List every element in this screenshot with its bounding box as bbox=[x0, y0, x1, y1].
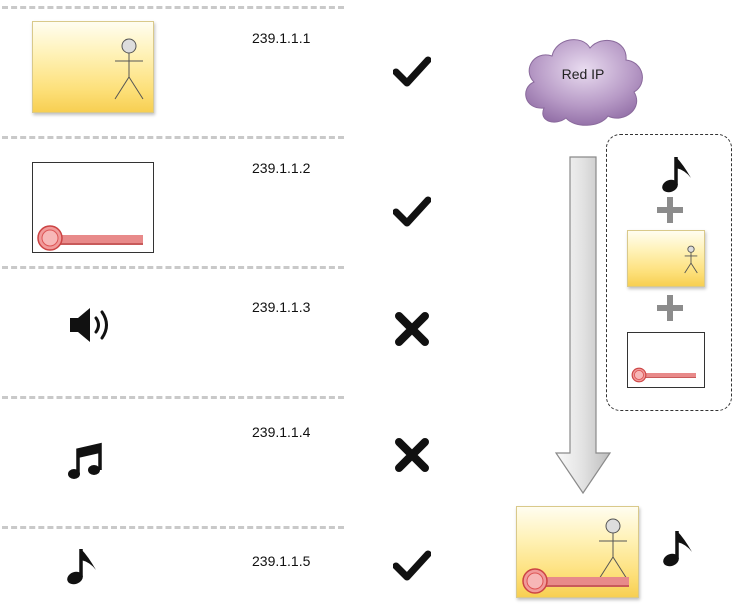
slider-knob-icon bbox=[522, 568, 548, 594]
cloud-label: Red IP bbox=[561, 66, 605, 82]
row-divider bbox=[2, 6, 344, 9]
ip-address: 239.1.1.1 bbox=[252, 30, 311, 46]
down-arrow-icon bbox=[554, 156, 612, 495]
row-divider bbox=[2, 266, 344, 269]
video-thumbnail bbox=[627, 230, 705, 287]
check-icon bbox=[393, 196, 431, 227]
slider-track bbox=[53, 235, 143, 245]
cloud-icon bbox=[525, 39, 643, 126]
note-icon bbox=[662, 157, 691, 193]
row-divider bbox=[2, 526, 344, 529]
screen-thumbnail bbox=[627, 332, 705, 388]
cross-icon bbox=[395, 312, 429, 346]
music-notes-icon bbox=[68, 442, 102, 479]
combination-box bbox=[606, 134, 732, 411]
combined-video-thumbnail bbox=[516, 506, 639, 598]
slider-track bbox=[640, 373, 696, 378]
row-divider bbox=[2, 396, 344, 399]
ip-address: 239.1.1.3 bbox=[252, 299, 311, 315]
slider-knob-icon bbox=[37, 225, 63, 251]
row-divider bbox=[2, 136, 344, 139]
check-icon bbox=[393, 56, 431, 87]
video-thumbnail bbox=[32, 21, 154, 113]
actor-icon bbox=[598, 518, 628, 580]
actor-icon bbox=[684, 245, 698, 274]
ip-address: 239.1.1.4 bbox=[252, 424, 311, 440]
ip-address: 239.1.1.5 bbox=[252, 553, 311, 569]
slider-knob-icon bbox=[631, 367, 647, 383]
speaker-icon bbox=[70, 308, 108, 342]
slider-track bbox=[539, 577, 629, 587]
plus-icon bbox=[657, 197, 683, 223]
plus-icon bbox=[657, 295, 683, 321]
ip-address: 239.1.1.2 bbox=[252, 160, 311, 176]
cross-icon bbox=[395, 438, 429, 472]
screen-thumbnail bbox=[32, 162, 154, 253]
check-icon bbox=[393, 550, 431, 581]
note-icon bbox=[67, 549, 96, 585]
actor-icon bbox=[114, 38, 144, 100]
note-icon bbox=[663, 531, 692, 567]
